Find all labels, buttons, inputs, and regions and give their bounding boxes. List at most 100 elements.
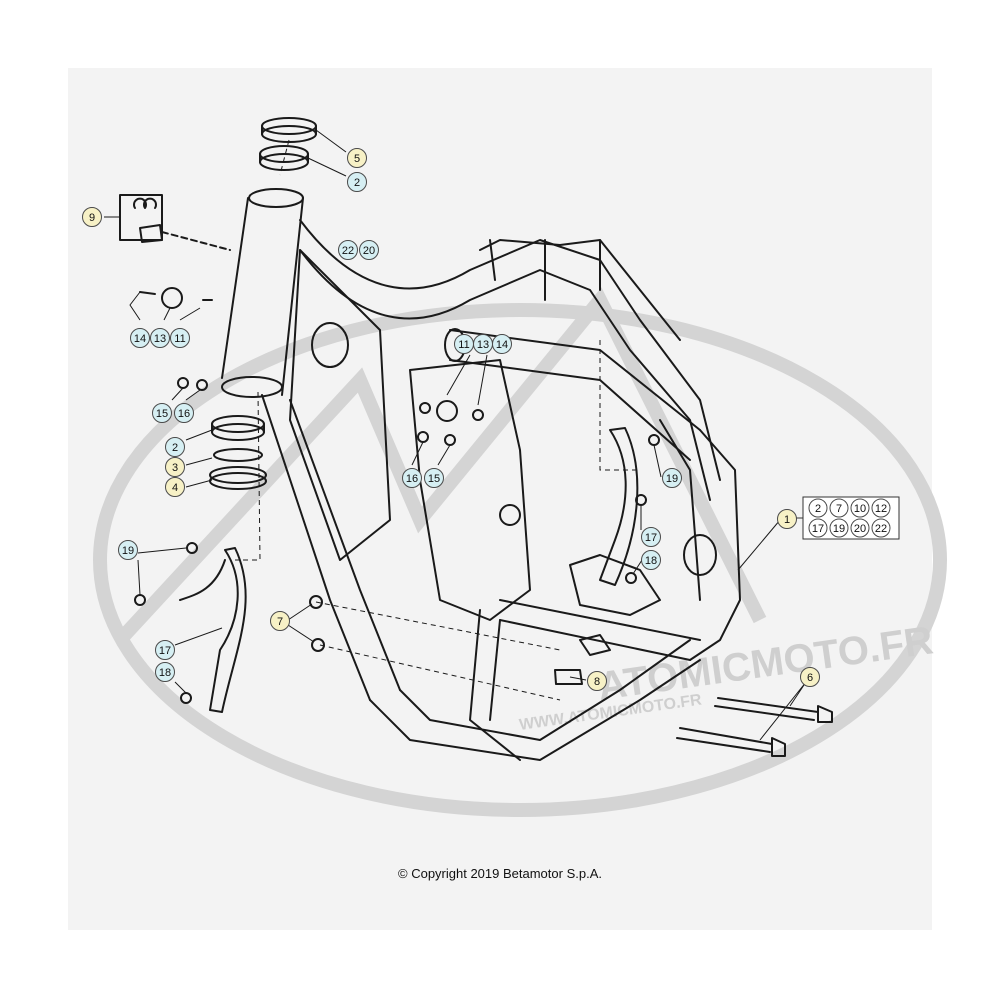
callout-circle [800, 667, 820, 687]
callout-1: 1 [777, 509, 797, 529]
gusset-hole [311, 322, 349, 368]
callout-20: 20 [359, 240, 379, 260]
callout-circle [402, 468, 422, 488]
callout-circle [130, 328, 150, 348]
steering-head-top [248, 188, 304, 208]
callout-18: 18 [641, 550, 661, 570]
engine-mount-plate [569, 554, 661, 616]
leader-11-13-14 [446, 354, 488, 406]
watermark [93, 287, 947, 817]
bolt-18-left [180, 692, 192, 704]
callout-2: 2 [347, 172, 367, 192]
kit-item-circle [871, 498, 891, 518]
callout-label: 11 [458, 339, 469, 351]
callout-label: 13 [154, 333, 166, 345]
callout-label: 1 [784, 514, 790, 526]
nut-15-inner [444, 434, 456, 446]
callout-9: 9 [82, 207, 102, 227]
callout-15: 15 [152, 403, 172, 423]
leader-14-13-11 [129, 291, 201, 321]
kit-item-circle [808, 498, 828, 518]
kit-item-19: 19 [829, 518, 849, 538]
down-tube [261, 394, 401, 701]
leader-16-15 [411, 441, 451, 466]
steering-head-bottom [221, 376, 283, 398]
nut-16-left [196, 379, 208, 391]
leader-18b [632, 559, 643, 575]
callout-label: 11 [174, 333, 185, 345]
leader-19a [137, 547, 187, 596]
leader-2b [185, 429, 213, 441]
kit-item-7: 7 [829, 498, 849, 518]
callout-circle [82, 207, 102, 227]
skid-mount [579, 634, 611, 656]
front-lower-leg [469, 609, 521, 761]
callout-label: 14 [134, 333, 146, 345]
kit-item-label: 17 [812, 523, 824, 535]
keys-icon [133, 197, 157, 209]
bolt-19-right [648, 434, 660, 446]
nut-7-top [309, 595, 323, 609]
gusset-plate [289, 249, 391, 561]
callout-label: 16 [406, 473, 418, 485]
callout-19: 19 [118, 540, 138, 560]
rear-loop-top [479, 239, 681, 341]
callout-label: 19 [122, 545, 134, 557]
callout-circle [118, 540, 138, 560]
right-pivot [683, 534, 717, 576]
watermark-ring [93, 303, 947, 817]
callout-circle [174, 403, 194, 423]
callout-15: 15 [424, 468, 444, 488]
callout-8: 8 [587, 671, 607, 691]
spacer-bushing [161, 287, 183, 309]
callout-label: 14 [496, 339, 508, 351]
bolt-19-left-low [134, 594, 146, 606]
callout-circle [777, 509, 797, 529]
callout-11: 11 [454, 334, 474, 354]
right-cradle [659, 419, 741, 661]
callout-label: 15 [428, 473, 440, 485]
callout-circle [641, 527, 661, 547]
lower-crossbar [499, 599, 701, 661]
bolt-19-left-top [186, 542, 198, 554]
callout-circle [155, 640, 175, 660]
callout-22: 22 [338, 240, 358, 260]
kit-item-10: 10 [850, 498, 870, 518]
callout-circle [165, 457, 185, 477]
left-bracket-arm [179, 559, 226, 601]
kit-item-circle [829, 498, 849, 518]
copyright-notice: © Copyright 2019 Betamotor S.p.A. [398, 866, 602, 881]
callout-18: 18 [155, 662, 175, 682]
pivot-hole [499, 504, 521, 526]
bolt-16-inner [417, 431, 429, 443]
callout-label: 3 [172, 462, 178, 474]
leader-15-16 [171, 387, 201, 401]
spacer-bushing-inner [436, 400, 458, 422]
drawing-sheet [68, 68, 932, 930]
assembly-lines [235, 139, 640, 701]
assembly-line-lower [235, 391, 261, 561]
right-bracket [599, 427, 639, 586]
bolt-15-left [177, 377, 189, 389]
callout-circle [152, 403, 172, 423]
kit-item-22: 22 [871, 518, 891, 538]
callout-label: 15 [156, 408, 168, 420]
cage-nut-8 [554, 669, 583, 685]
nut-11-inner [472, 409, 484, 421]
kit-item-label: 10 [854, 503, 866, 515]
leader-4 [185, 479, 213, 488]
callout-label: 9 [89, 212, 95, 224]
leader-18a [174, 681, 187, 694]
leader-17a [174, 627, 223, 646]
leader-7 [287, 603, 315, 643]
assembly-line-top [279, 139, 290, 176]
callout-label: 8 [594, 676, 600, 688]
kit-item-17: 17 [808, 518, 828, 538]
kit-item-12: 12 [871, 498, 891, 518]
callout-label: 6 [807, 672, 813, 684]
callout-label: 19 [666, 473, 678, 485]
main-spar-upper [299, 219, 721, 481]
assembly-line-nut7b [319, 644, 561, 701]
